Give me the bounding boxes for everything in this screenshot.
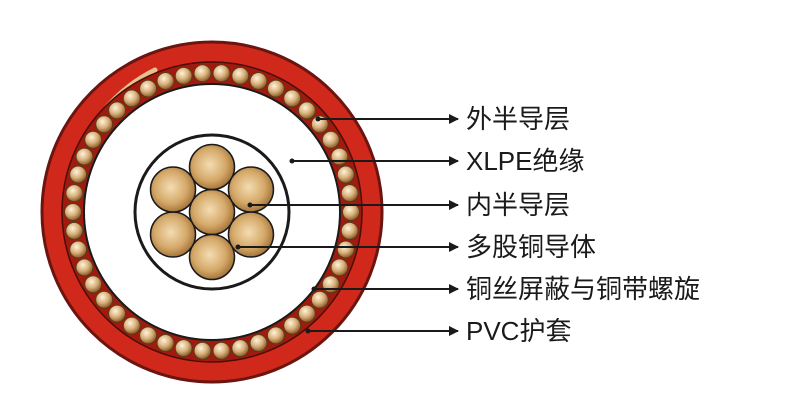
screen-wire — [108, 101, 127, 120]
screen-wire — [174, 66, 193, 85]
leader-dot — [305, 328, 311, 334]
screen-wire — [266, 79, 285, 98]
screen-wire — [69, 240, 88, 259]
leader-dot — [315, 116, 321, 122]
leader-dot — [311, 286, 317, 292]
screen-wire — [212, 341, 231, 360]
conductor-strand — [149, 166, 197, 213]
screen-wire — [321, 275, 340, 294]
screen-wire — [95, 290, 114, 309]
label-inner-semiconductive: 内半导层 — [466, 190, 571, 220]
screen-wire — [75, 258, 94, 277]
screen-wire — [249, 72, 268, 90]
screen-wire — [297, 101, 316, 120]
screen-wire — [69, 165, 88, 184]
screen-wire — [65, 184, 84, 203]
screen-wire — [84, 130, 103, 149]
screen-wire — [340, 184, 359, 203]
screen-wire — [139, 326, 158, 345]
label-xlpe-insulation: XLPE绝缘 — [466, 146, 585, 176]
leader-dot — [235, 244, 241, 250]
label-stranded-conductor: 多股铜导体 — [466, 232, 597, 262]
screen-wire — [310, 115, 329, 134]
screen-wire — [139, 79, 158, 98]
screen-wire — [342, 203, 360, 221]
screen-wire — [283, 89, 302, 108]
screen-wire — [64, 203, 82, 221]
conductor-strand — [188, 233, 236, 281]
screen-wire — [310, 290, 329, 309]
leader-dot — [247, 202, 253, 208]
screen-wire — [193, 341, 212, 360]
screen-wire — [174, 339, 193, 358]
screen-wire — [321, 130, 340, 149]
screen-wire — [297, 304, 316, 323]
screen-wire — [330, 258, 349, 277]
conductor-strand — [188, 143, 236, 191]
screen-wire — [283, 316, 302, 335]
screen-wire — [330, 147, 349, 166]
screen-wire — [340, 221, 359, 240]
screen-wire — [95, 115, 114, 134]
stranded-copper-conductor — [149, 143, 275, 281]
screen-wire — [156, 334, 175, 352]
label-outer-semiconductive: 外半导层 — [466, 104, 571, 134]
conductor-strand — [188, 188, 236, 236]
screen-wire — [336, 165, 355, 184]
conductor-strand — [227, 166, 275, 213]
screen-wire — [212, 64, 231, 83]
screen-wire — [249, 334, 268, 352]
leader-dot — [289, 158, 295, 164]
screen-wire — [108, 304, 127, 323]
screen-wire — [231, 66, 250, 85]
screen-wire — [193, 64, 212, 83]
label-copper-screen: 铜丝屏蔽与铜带螺旋 — [466, 274, 701, 304]
screen-wire — [75, 147, 94, 166]
screen-wire — [84, 275, 103, 294]
leader-lines — [235, 114, 459, 336]
screen-wire — [122, 316, 141, 335]
screen-wire — [65, 221, 84, 240]
copper-wire-screen — [64, 64, 360, 360]
screen-wire — [336, 240, 355, 259]
screen-wire — [122, 89, 141, 108]
conductor-strand — [227, 211, 275, 258]
screen-wire — [231, 339, 250, 358]
screen-wire — [266, 326, 285, 345]
conductor-strand — [149, 211, 197, 258]
screen-wire — [156, 72, 175, 90]
label-pvc-sheath: PVC护套 — [466, 316, 572, 346]
